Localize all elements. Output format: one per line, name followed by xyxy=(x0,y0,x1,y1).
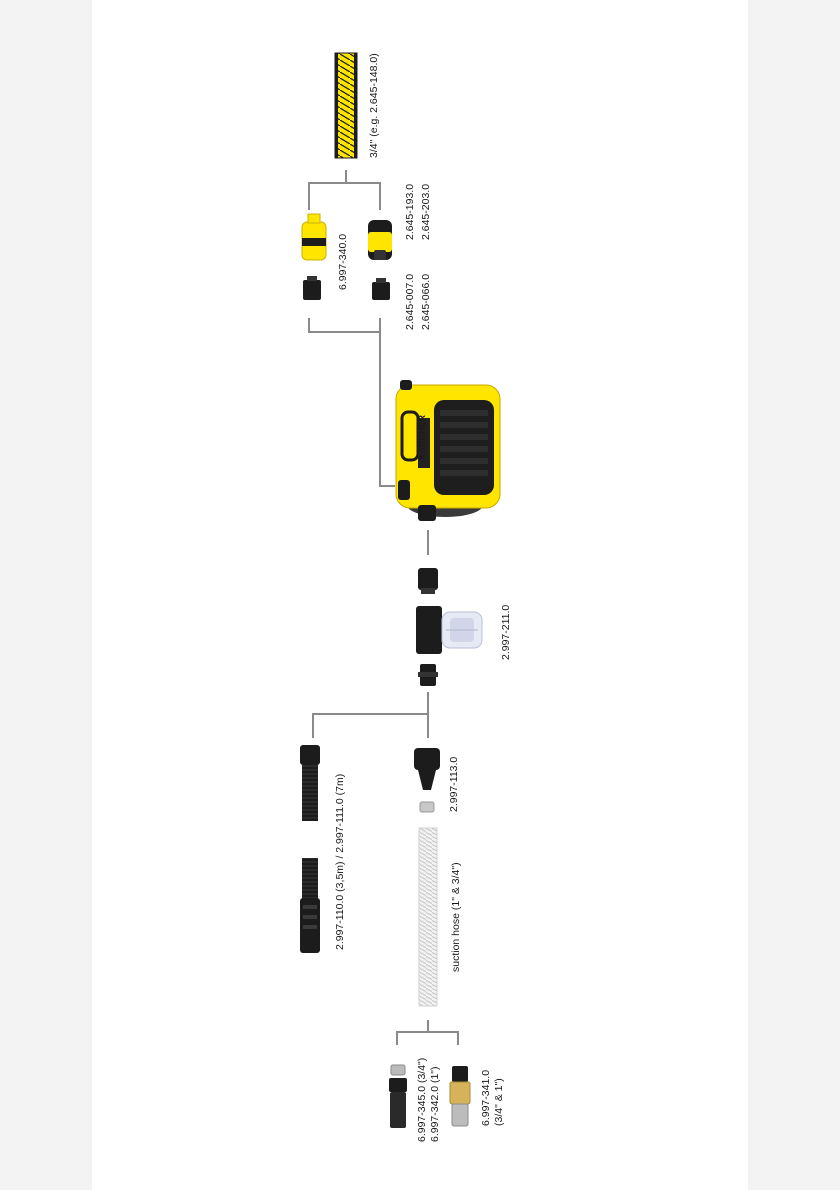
label-adapter-2: 2.645-066.0 xyxy=(420,273,432,330)
label-suction-hose-set: 2.997-110.0 (3,5m) / 2.997-111.0 (7m) xyxy=(334,773,346,950)
label-garden-hose: 3/4" (e.g. 2.645-148.0) xyxy=(368,53,380,158)
right-margin-shade xyxy=(748,0,840,1190)
label-prefilter: 2.997-211.0 xyxy=(500,604,512,660)
label-hose-adapter: 2.997-113.0 xyxy=(448,756,460,812)
hose-coupling-image xyxy=(301,213,327,261)
double-nipple-image xyxy=(418,664,438,686)
left-margin-shade xyxy=(0,0,92,1190)
label-foot-valve-1: 6.997-341.0 xyxy=(480,1069,492,1126)
tap-adapter-image xyxy=(303,276,321,300)
label-adapter-1: 2.645-007.0 xyxy=(404,273,416,330)
label-connector-set: 6.997-340.0 xyxy=(337,233,349,290)
label-coupling-1: 2.645-193.0 xyxy=(404,183,416,240)
pump-adapter-image xyxy=(418,568,438,594)
label-foot-valve-2: (3/4" & 1") xyxy=(493,1078,505,1126)
aquastop-coupling-image xyxy=(368,220,392,260)
label-strainer-2: 6.997-342.0 (1") xyxy=(429,1066,441,1142)
garden-hose-image xyxy=(334,52,358,159)
foot-valve-image xyxy=(449,1066,471,1127)
garden-pump-image xyxy=(395,380,501,521)
label-strainer-1: 6.997-345.0 (3/4") xyxy=(416,1057,428,1142)
brand-logo-text: KÄRCHER xyxy=(417,414,427,460)
tap-adapter-small-image xyxy=(372,278,390,300)
suction-hose-set-image xyxy=(300,745,320,953)
prefilter-image xyxy=(416,606,483,654)
suction-hose-image xyxy=(418,827,438,1007)
connector-lines xyxy=(308,170,459,1045)
label-coupling-2: 2.645-203.0 xyxy=(420,183,432,240)
hose-adapter-image xyxy=(414,748,440,813)
suction-strainer-image xyxy=(389,1064,407,1128)
label-suction-hose: suction hose (1" & 3/4") xyxy=(450,862,462,972)
